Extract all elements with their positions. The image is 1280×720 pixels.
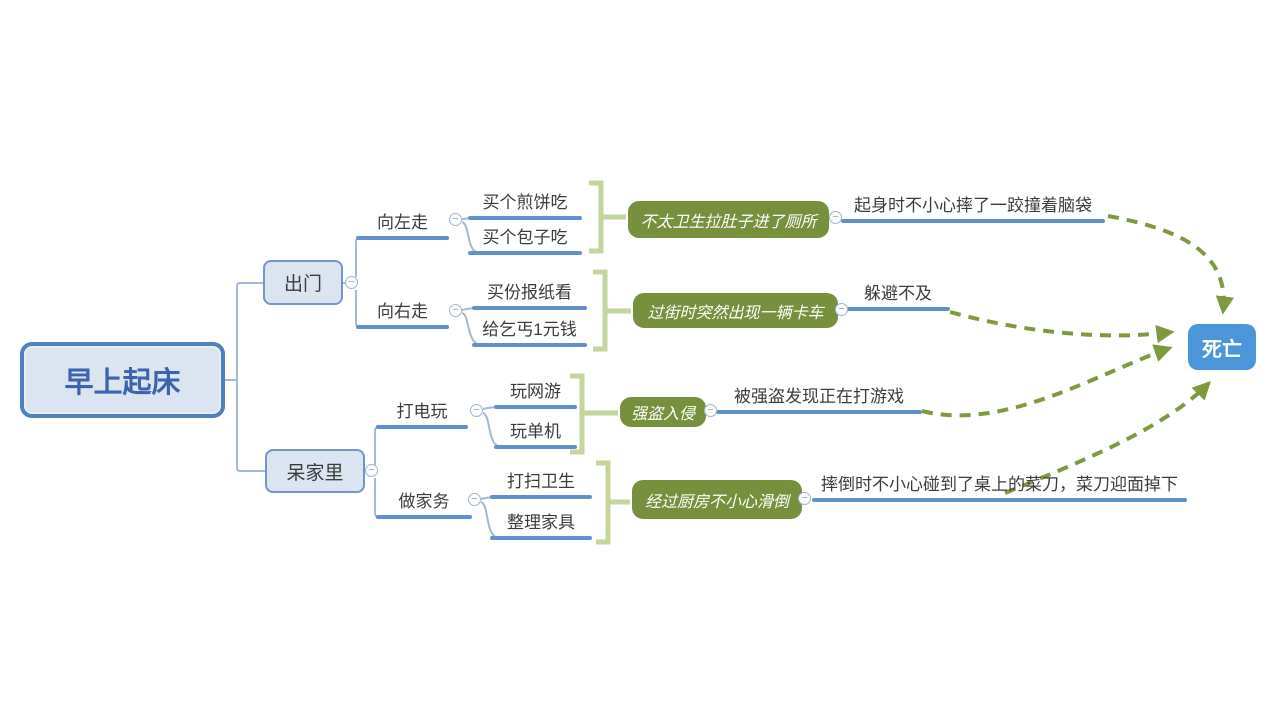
relationship-arrow-found-by-robber — [921, 344, 1173, 418]
relationship-arrow-cannot-dodge — [949, 310, 1175, 344]
topic-play-offline[interactable]: 玩单机 — [510, 422, 561, 441]
go-out-to-left-elbow — [355, 237, 361, 277]
topic-buy-pancake[interactable]: 买个煎饼吃 — [482, 193, 568, 212]
collapse-toggle-summary-truck[interactable]: − — [835, 303, 848, 316]
topic-go-out[interactable]: 出门 — [263, 260, 343, 305]
topic-clean-up[interactable]: 打扫卫生 — [507, 472, 575, 491]
relationship-arrows — [921, 214, 1235, 495]
topic-stay-home[interactable]: 呆家里 — [265, 449, 365, 493]
summary-bracket-kitchen — [596, 460, 611, 545]
summary-robber[interactable]: 强盗入侵 — [620, 397, 706, 427]
root-topic[interactable]: 早上起床 — [20, 342, 225, 418]
summary-kitchen-slip[interactable]: 经过厨房不小心滑倒 — [632, 480, 802, 519]
topic-give-beggar[interactable]: 给乞丐1元钱 — [482, 320, 577, 339]
collapse-toggle-summary-toilet[interactable]: − — [829, 211, 842, 224]
collapse-toggle-stay-home[interactable]: − — [365, 464, 378, 477]
topic-go-right[interactable]: 向右走 — [377, 302, 428, 321]
summary-brackets — [570, 180, 631, 545]
result-hit-head[interactable]: 起身时不小心摔了一跤撞着脑袋 — [854, 196, 1092, 215]
collapse-toggle-go-right[interactable]: − — [449, 304, 462, 317]
topic-underlines — [356, 216, 1187, 540]
topic-go-left[interactable]: 向左走 — [377, 213, 428, 232]
collapse-toggle-go-out[interactable]: − — [345, 276, 358, 289]
collapse-toggle-play-games[interactable]: − — [470, 404, 483, 417]
result-found-by-robber[interactable]: 被强盗发现正在打游戏 — [734, 387, 904, 406]
relationship-arrow-hit-head — [1107, 214, 1235, 315]
topic-tidy-furniture[interactable]: 整理家具 — [507, 513, 575, 532]
summary-toilet[interactable]: 不太卫生拉肚子进了厕所 — [628, 201, 829, 238]
topic-play-games[interactable]: 打电玩 — [396, 402, 448, 421]
summary-truck[interactable]: 过街时突然出现一辆卡车 — [633, 293, 838, 328]
topic-buy-bun[interactable]: 买个包子吃 — [482, 228, 568, 247]
collapse-toggle-go-left[interactable]: − — [449, 213, 462, 226]
collapse-toggle-summary-robber[interactable]: − — [704, 404, 717, 417]
summary-bracket-truck — [593, 269, 608, 352]
stay-home-to-games-elbow — [374, 426, 380, 465]
result-cannot-dodge[interactable]: 躲避不及 — [864, 284, 932, 303]
summary-bracket-toilet — [589, 180, 604, 254]
collapse-toggle-summary-kitchen[interactable]: − — [798, 492, 811, 505]
topic-do-housework[interactable]: 做家务 — [398, 492, 450, 511]
result-knife-falls[interactable]: 摔倒时不小心碰到了桌上的菜刀，菜刀迎面掉下 — [821, 475, 1178, 494]
root-branch-elbow — [236, 282, 265, 472]
topic-buy-newspaper[interactable]: 买份报纸看 — [487, 283, 572, 302]
death-topic[interactable]: 死亡 — [1188, 324, 1256, 370]
topic-play-online[interactable]: 玩网游 — [510, 382, 561, 401]
collapse-toggle-do-housework[interactable]: − — [468, 493, 481, 506]
